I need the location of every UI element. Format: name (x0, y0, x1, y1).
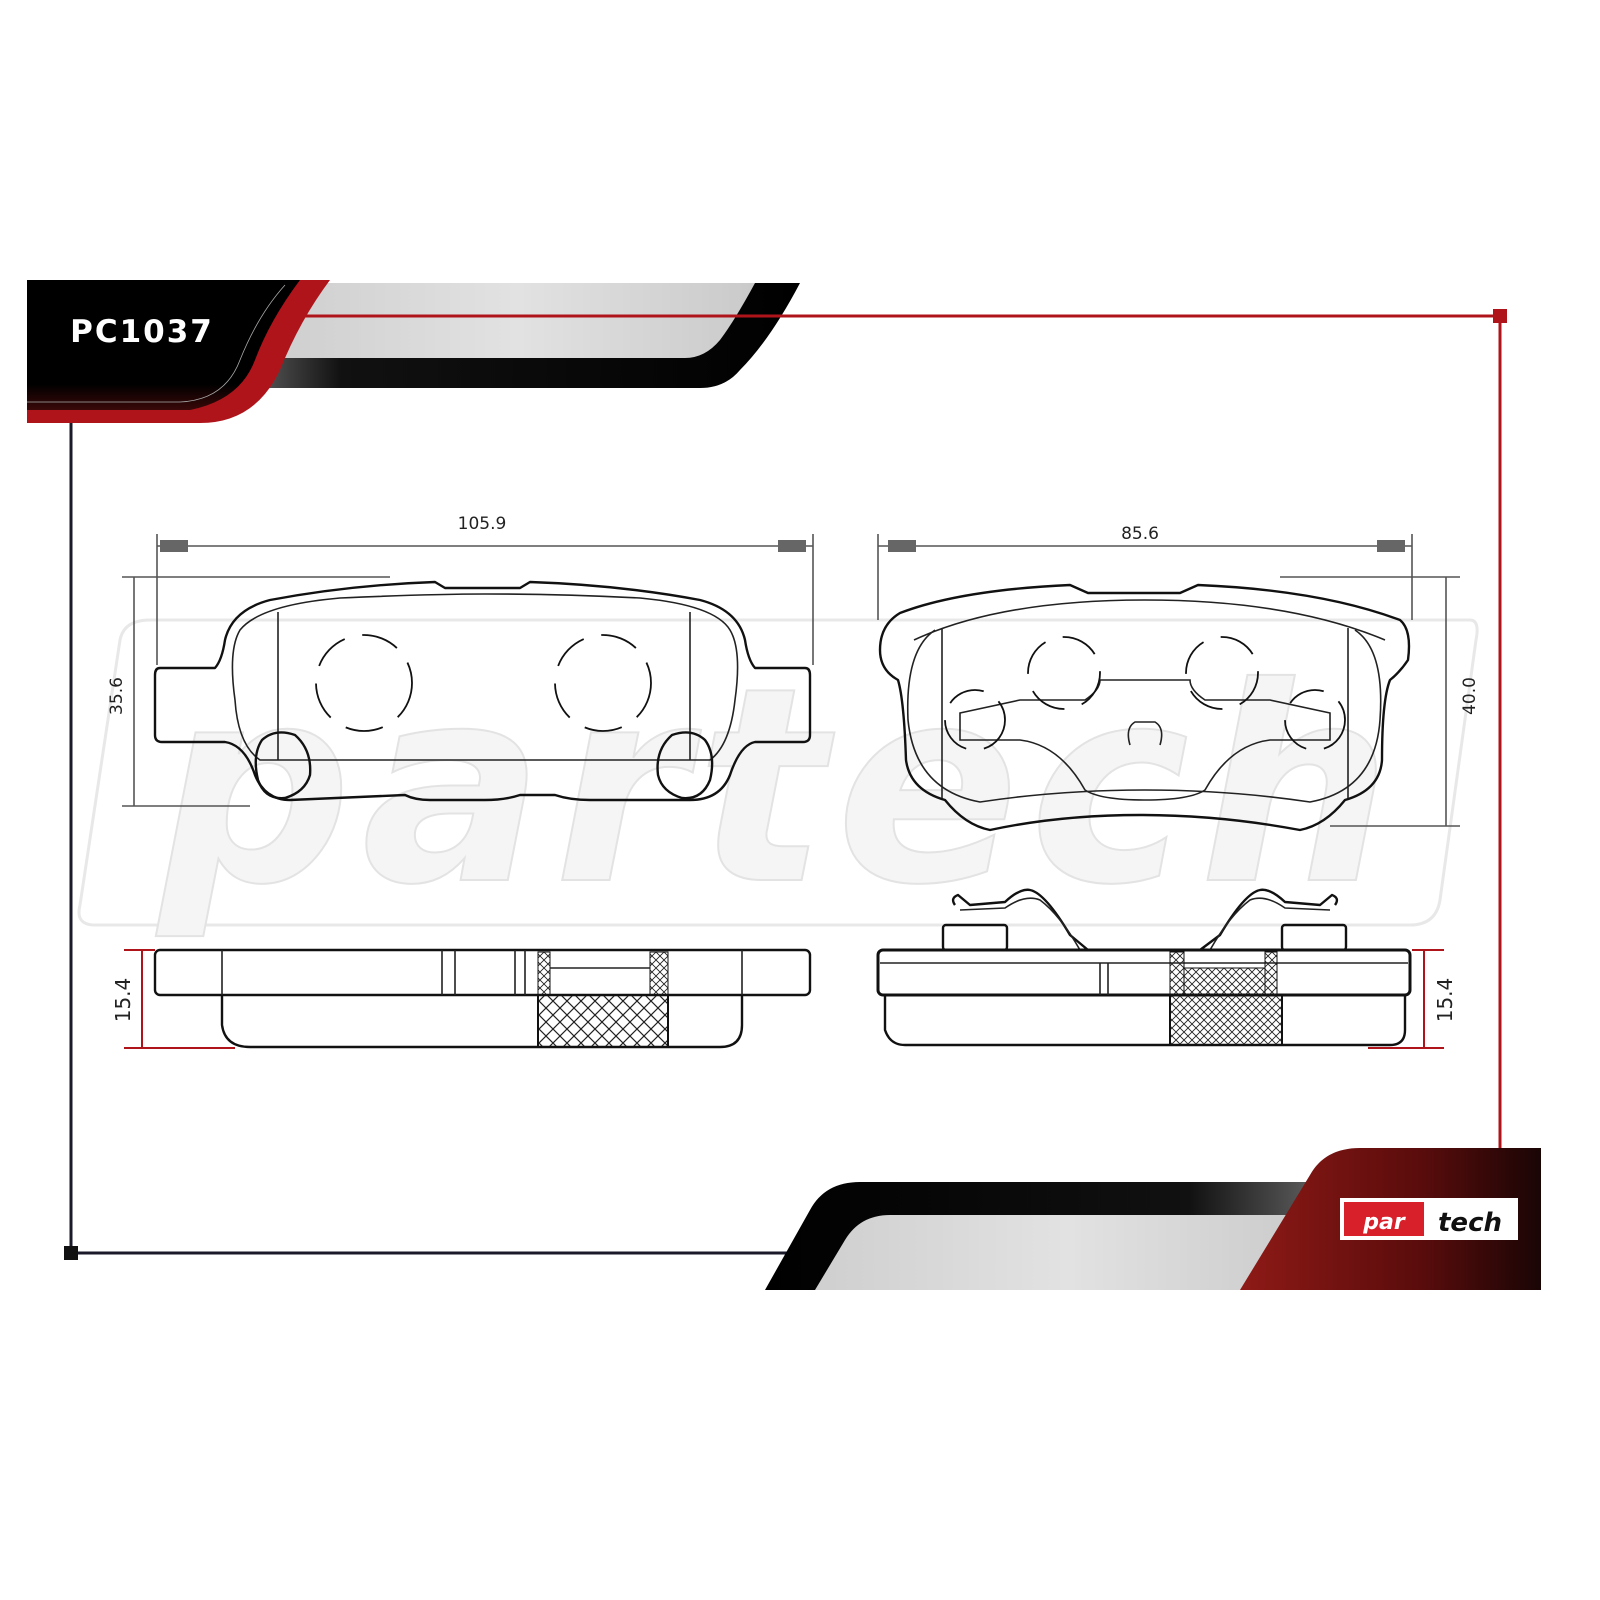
svg-text:partech: partech (154, 629, 1401, 944)
left-pad-height-label: 35.6 (107, 677, 127, 715)
left-pad-front-view (153, 580, 812, 802)
svg-text:par: par (1362, 1210, 1406, 1235)
left-pad-thickness-dimension: 15.4 (111, 949, 235, 1049)
svg-text:tech: tech (1438, 1208, 1502, 1238)
partech-logo: par tech (1340, 1198, 1518, 1240)
right-pad-front-view (878, 583, 1411, 832)
right-pad-thickness-label: 15.4 (1433, 978, 1457, 1023)
right-pad-side-view (876, 888, 1412, 1047)
left-pad-dimensions: 105.9 35.6 (107, 514, 814, 807)
header-banner (27, 280, 800, 423)
right-pad-height-label: 40.0 (1460, 677, 1480, 715)
part-number: PC1037 (70, 314, 214, 350)
watermark: partech (77, 618, 1479, 945)
left-pad-width-label: 105.9 (458, 514, 507, 534)
right-pad-width-label: 85.6 (1121, 524, 1159, 544)
footer-banner (765, 1148, 1541, 1290)
frame-corner-bottom-left (64, 1246, 78, 1260)
right-pad-dimensions: 85.6 40.0 (877, 524, 1480, 827)
right-pad-thickness-dimension: 15.4 (1368, 949, 1457, 1049)
left-pad-side-view (153, 948, 812, 1049)
left-pad-thickness-label: 15.4 (111, 978, 135, 1023)
